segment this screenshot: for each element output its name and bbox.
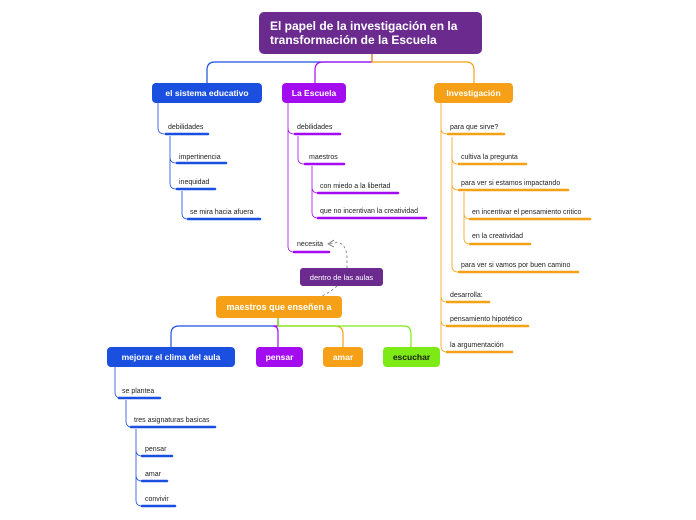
topic-creatividad[interactable]: en la creatividad [472,233,523,240]
connector-escuela-debilidades [297,136,305,165]
connector-maestros-clima [170,318,279,347]
topic-mejorar-clima[interactable]: mejorar el clima del aula [107,347,235,367]
topic-debilidades[interactable]: debilidades [168,124,204,131]
connector-escuela [287,103,295,253]
connector-maestros-amar [277,318,344,347]
branch-investigacion[interactable]: Investigación [434,83,513,103]
connector-title-sistema [206,54,373,83]
topic-tres-asignaturas[interactable]: tres asignaturas basicas [134,417,210,424]
floating-topic-dentro-de-las-aulas[interactable]: dentro de las aulas [300,268,383,286]
branch-sistema-educativo[interactable]: el sistema educativo [152,83,262,103]
topic-inequidad[interactable]: inequidad [179,179,210,186]
topic-escuela-debilidades[interactable]: debilidades [297,124,333,131]
topic-impactando[interactable]: para ver si estamos impactando [461,180,561,187]
topic-maestros-que-ensenen[interactable]: maestros que enseñen a [216,296,342,318]
topic-pensamiento-hipotetico[interactable]: pensamiento hipotético [450,316,522,323]
topic-con-miedo[interactable]: con miedo a la libertad [320,183,391,190]
topic-cultiva-la-pregunta[interactable]: cultiva la pregunta [461,154,518,161]
connector-clima [114,367,122,399]
topic-necesita[interactable]: necesita [297,241,324,248]
dashed-relation [321,242,348,297]
connector-paraquesirve-sub [451,137,459,273]
connector-title-escuela [314,54,373,83]
connector-title-investigacion [371,54,475,83]
branch-la-escuela[interactable]: La Escuela [282,83,346,103]
topic-argumentacion[interactable]: la argumentación [450,342,504,349]
connector-inequidad-sub [181,191,189,220]
topic-convivir[interactable]: convivir [145,496,169,503]
topic-maestros[interactable]: maestros [309,154,338,161]
topic-no-incentivan[interactable]: que no incentivan la creatividad [320,208,419,215]
connector-debilidades-sub [169,136,177,190]
topic-amar[interactable]: amar [323,347,363,367]
connector-maestros-pensar [272,318,279,347]
topic-desarrolla[interactable]: desarrolla: [450,292,483,299]
topic-clima-amar[interactable]: amar [145,471,161,478]
connector-asignaturas [135,429,143,507]
connector-sistema [157,103,166,135]
topic-se-plantea[interactable]: se plantea [122,388,155,395]
connector-seplantea [125,400,133,428]
connector-maestros-escuchar [277,318,412,347]
connector-maestros-sub [311,166,319,219]
topic-buen-camino[interactable]: para ver si vamos por buen camino [461,262,571,269]
connector-investigacion [440,103,448,353]
topic-pensar[interactable]: pensar [256,347,303,367]
central-topic[interactable]: El papel de la investigación en la trans… [259,12,482,54]
topic-escuchar[interactable]: escuchar [383,347,440,367]
arrow-head [327,239,335,248]
topic-para-que-sirve[interactable]: para que sirve? [450,124,499,131]
topic-se-mira-hacia-afuera[interactable]: se mira hacia afuera [190,209,254,216]
topic-impertinencia[interactable]: impertinencia [179,154,221,161]
connector-impactando-sub [463,192,471,245]
topic-clima-pensar[interactable]: pensar [145,446,167,453]
topic-pensamiento-critico[interactable]: en incentivar el pensamiento critico [472,209,582,216]
